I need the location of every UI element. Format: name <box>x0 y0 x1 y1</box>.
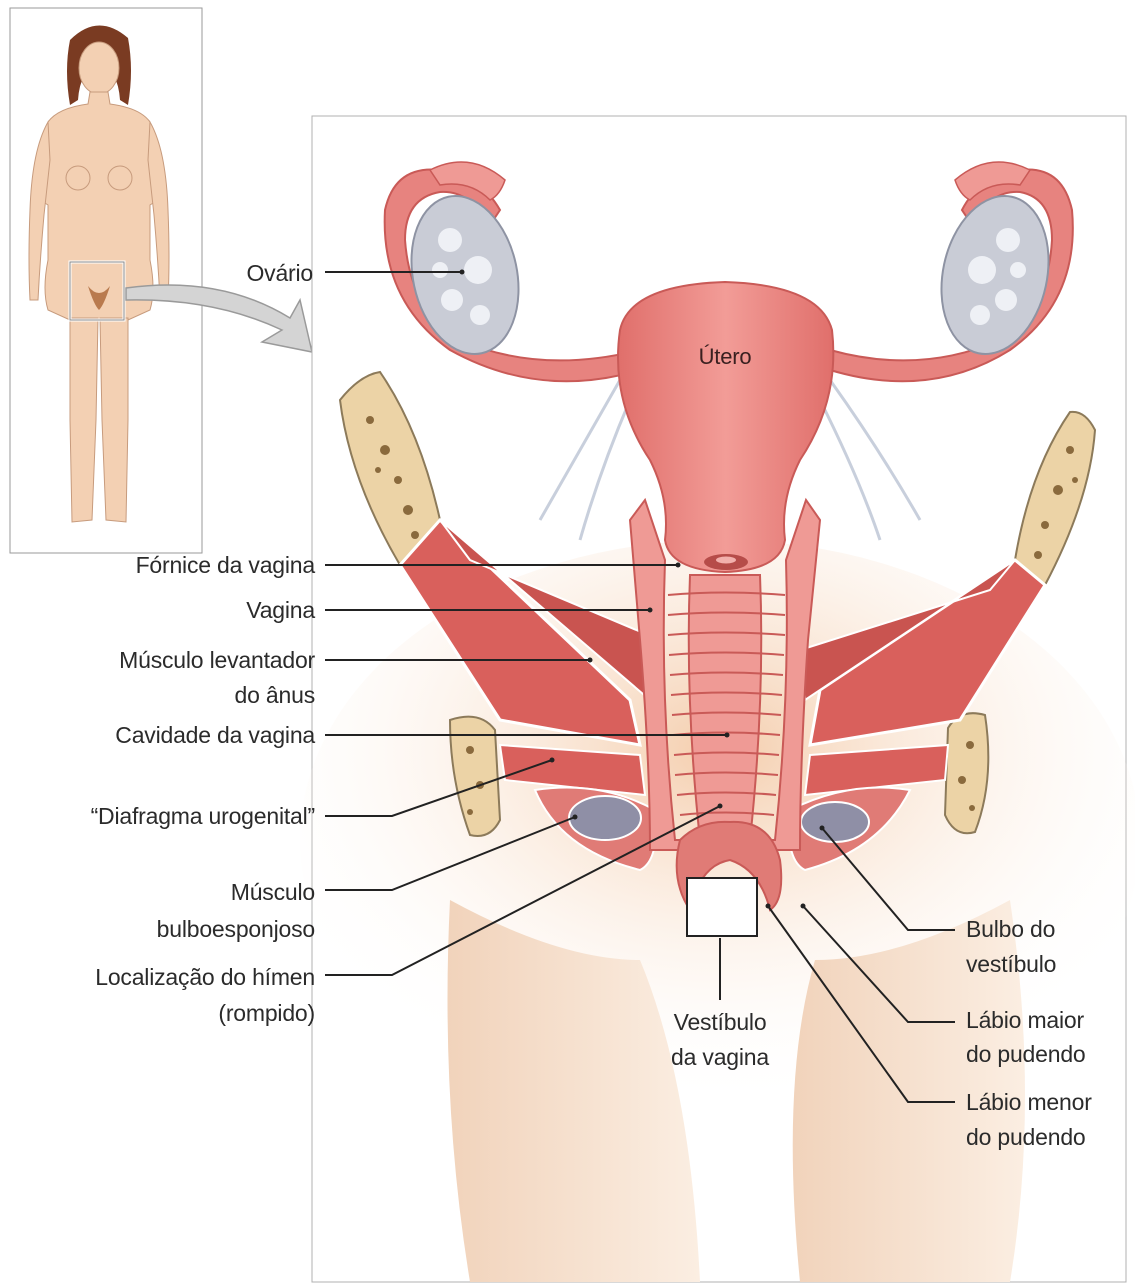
label-himen-2: (rompido) <box>218 996 315 1030</box>
label-bulboesponjoso-1: Músculo <box>231 875 315 909</box>
left-vestibular-bulb <box>569 796 641 840</box>
thumbnail-panel <box>10 8 202 553</box>
label-fornice: Fórnice da vagina <box>136 548 315 582</box>
vestibule-label-box <box>687 878 757 936</box>
label-vestibulo-1: Vestíbulo <box>650 1005 790 1039</box>
label-diafragma: “Diafragma urogenital” <box>91 799 315 833</box>
label-utero: Útero <box>680 340 770 374</box>
label-himen-1: Localização do hímen <box>95 960 315 994</box>
label-vestibulo-2: da vagina <box>650 1040 790 1074</box>
label-bulboesponjoso-2: bulboesponjoso <box>157 912 315 946</box>
label-labio-maior-1: Lábio maior <box>966 1003 1084 1037</box>
label-labio-maior-2: do pudendo <box>966 1037 1086 1071</box>
label-musculo-levantador-1: Músculo levantador <box>119 643 315 677</box>
right-vestibular-bulb <box>801 802 869 842</box>
label-bulbo-vestibulo-1: Bulbo do <box>966 912 1055 946</box>
label-cavidade: Cavidade da vagina <box>115 718 315 752</box>
label-labio-menor-1: Lábio menor <box>966 1085 1092 1119</box>
label-bulbo-vestibulo-2: vestíbulo <box>966 947 1056 981</box>
label-labio-menor-2: do pudendo <box>966 1120 1086 1154</box>
label-musculo-levantador-2: do ânus <box>235 678 315 712</box>
label-vagina: Vagina <box>246 593 315 627</box>
label-ovario: Ovário <box>246 256 313 290</box>
